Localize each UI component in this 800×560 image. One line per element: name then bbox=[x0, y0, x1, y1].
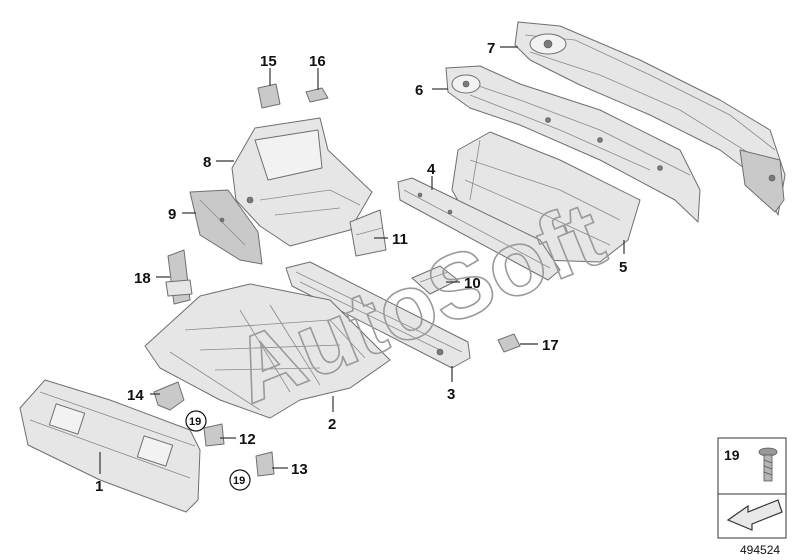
arrow-icon bbox=[726, 499, 783, 531]
part-4-cross-member bbox=[397, 177, 561, 281]
part-15-clip bbox=[257, 83, 281, 109]
part-6-cross-panel bbox=[445, 65, 701, 223]
callout-11: 11 bbox=[392, 231, 408, 248]
part-18-vertical-bracket bbox=[165, 249, 193, 305]
callout-15: 15 bbox=[260, 53, 277, 70]
callout-16: 16 bbox=[309, 53, 326, 70]
part-14-bracket bbox=[153, 381, 185, 411]
callout-6: 6 bbox=[415, 82, 423, 99]
legend-box: 19 bbox=[717, 437, 787, 539]
callout-18: 18 bbox=[134, 270, 151, 287]
callout-1: 1 bbox=[95, 478, 103, 495]
callout-3: 3 bbox=[447, 386, 455, 403]
part-17-clip bbox=[497, 333, 521, 353]
part-2-floor-panel bbox=[144, 283, 391, 419]
callout-8: 8 bbox=[203, 154, 211, 171]
callout-9: 9 bbox=[168, 206, 176, 223]
callout-13: 13 bbox=[291, 461, 308, 478]
callout-5: 5 bbox=[619, 259, 627, 276]
screw-icon bbox=[758, 447, 778, 482]
callout-12: 12 bbox=[239, 431, 256, 448]
callout-19-circle-b: 19 bbox=[229, 469, 251, 491]
reference-number: 494524 bbox=[740, 543, 780, 557]
part-7-rear-panel bbox=[514, 21, 786, 216]
part-16-clip bbox=[305, 87, 329, 103]
callout-17: 17 bbox=[542, 337, 559, 354]
part-13-bracket bbox=[255, 451, 275, 477]
svg-text:19: 19 bbox=[189, 416, 201, 428]
part-8-seat-support bbox=[231, 117, 373, 247]
part-9-side-bracket bbox=[189, 189, 263, 265]
part-3-floor-rail bbox=[285, 261, 471, 369]
leader-lines bbox=[99, 46, 625, 474]
part-1-rear-lower-panel bbox=[19, 379, 201, 513]
callout-7: 7 bbox=[487, 40, 495, 57]
callout-4: 4 bbox=[427, 161, 436, 178]
part-12-bracket bbox=[203, 423, 225, 447]
part-11-bracket bbox=[349, 209, 387, 257]
callout-14: 14 bbox=[127, 387, 144, 404]
callout-19-circle-a: 19 bbox=[185, 410, 207, 432]
callout-10: 10 bbox=[464, 275, 481, 292]
callout-2: 2 bbox=[328, 416, 336, 433]
part-10-plate bbox=[411, 265, 459, 295]
svg-text:19: 19 bbox=[233, 475, 245, 487]
legend-part-number: 19 bbox=[724, 447, 740, 463]
